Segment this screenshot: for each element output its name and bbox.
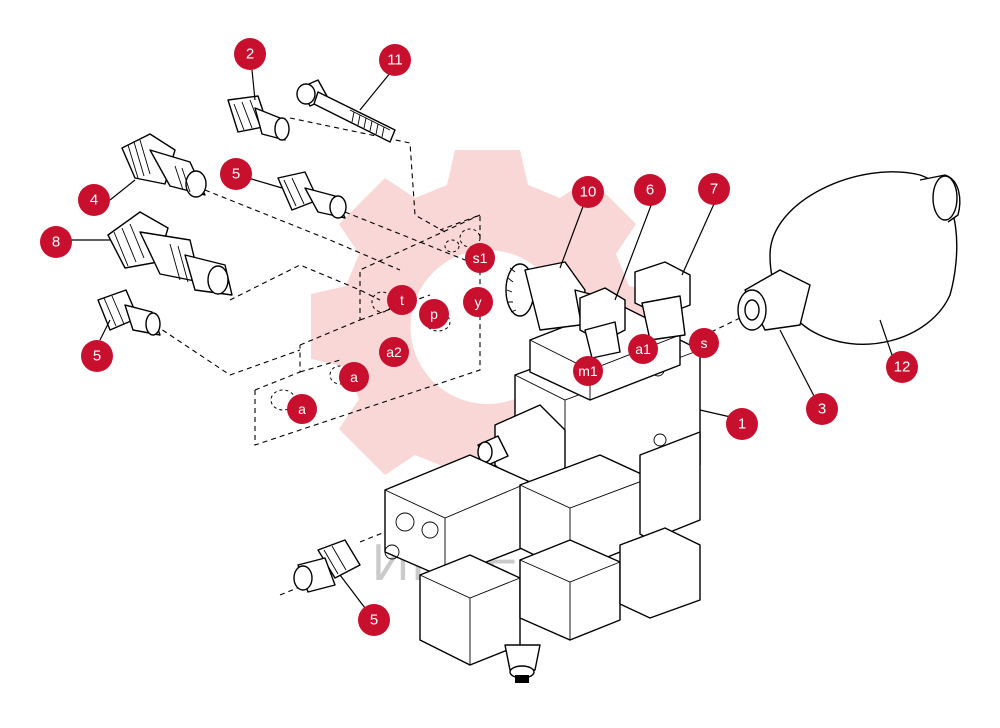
- svg-text:s1: s1: [473, 250, 488, 266]
- callout-3: 3: [806, 393, 838, 425]
- part-plug-7: [634, 261, 691, 341]
- port-label-a-lower: a: [287, 394, 317, 424]
- svg-text:6: 6: [646, 182, 654, 199]
- svg-text:12: 12: [894, 359, 911, 376]
- callout-11: 11: [379, 44, 411, 76]
- port-label-a-upper: a: [339, 362, 369, 392]
- svg-text:5: 5: [93, 348, 101, 365]
- port-label-y: y: [463, 287, 493, 317]
- svg-text:a: a: [298, 401, 306, 417]
- part-accumulator: [769, 171, 961, 345]
- port-label-p: p: [419, 299, 449, 329]
- svg-text:t: t: [400, 292, 404, 308]
- svg-text:5: 5: [232, 166, 240, 183]
- svg-text:a2: a2: [386, 344, 402, 360]
- port-label-t: t: [387, 285, 417, 315]
- svg-text:11: 11: [387, 52, 403, 69]
- port-label-m1: m1: [573, 356, 603, 386]
- part-fitting-3: [737, 269, 811, 331]
- callout-2: 2: [234, 38, 266, 70]
- part-valve-manifold: [384, 304, 701, 683]
- callout-5-left: 5: [81, 340, 113, 372]
- svg-text:m1: m1: [578, 363, 598, 379]
- part-fitting-2: [227, 95, 290, 141]
- part-bolt: [296, 79, 396, 143]
- part-plug-6: [579, 287, 626, 359]
- part-fitting-5-bottom: [293, 539, 361, 593]
- part-fitting-5-upper: [277, 171, 347, 219]
- part-fitting-8: [107, 211, 233, 296]
- svg-text:1: 1: [738, 416, 746, 433]
- svg-text:10: 10: [580, 184, 597, 201]
- callout-5-bottom: 5: [358, 604, 390, 636]
- callout-4: 4: [78, 184, 110, 216]
- svg-text:a: a: [350, 369, 358, 385]
- callout-5-upper: 5: [220, 158, 252, 190]
- port-label-s1: s1: [465, 243, 495, 273]
- callout-7: 7: [698, 173, 730, 205]
- part-fitting-4: [121, 133, 207, 198]
- callout-1: 1: [726, 408, 758, 440]
- svg-text:y: y: [475, 294, 482, 310]
- callout-6: 6: [634, 174, 666, 206]
- port-label-a1: a1: [628, 334, 658, 364]
- port-label-a2: a2: [379, 337, 409, 367]
- leader-lines: [68, 66, 893, 609]
- svg-text:2: 2: [246, 46, 254, 63]
- svg-text:7: 7: [710, 181, 718, 198]
- callout-8: 8: [40, 226, 72, 258]
- svg-text:5: 5: [370, 612, 378, 629]
- callout-12: 12: [886, 351, 918, 383]
- svg-text:s: s: [701, 335, 708, 351]
- svg-text:8: 8: [52, 234, 60, 251]
- svg-text:p: p: [430, 306, 438, 322]
- part-fitting-5-left: [97, 289, 161, 336]
- svg-text:3: 3: [818, 401, 826, 418]
- svg-text:4: 4: [90, 192, 98, 209]
- svg-text:a1: a1: [635, 341, 651, 357]
- callout-10: 10: [572, 176, 604, 208]
- port-label-s: s: [689, 328, 719, 358]
